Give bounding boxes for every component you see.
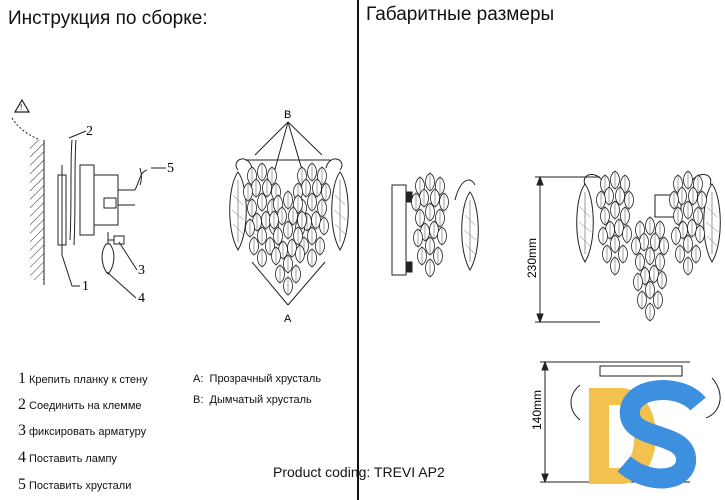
callout-2: 2 — [86, 124, 93, 139]
assembly-heading: Инструкция по сборке: — [8, 8, 208, 29]
legend-b: B: Дымчатый хрусталь — [193, 394, 312, 406]
label-a: A — [284, 313, 292, 325]
step-text: Соединить на клемме — [29, 400, 142, 412]
front-cluster-center — [632, 217, 669, 321]
crystal-type-view — [235, 121, 343, 306]
dim-height-230: 230mm — [525, 238, 539, 278]
section-divider — [357, 0, 359, 500]
side-crystal-left — [229, 171, 247, 251]
step-text: Поставить лампу — [29, 453, 117, 465]
step-number: 2 — [18, 396, 26, 413]
assembly-exploded-view: ! — [11, 98, 166, 299]
callout-5: 5 — [167, 161, 174, 176]
step-text: Крепить планку к стену — [29, 374, 148, 386]
front-cluster-left — [597, 171, 634, 275]
top-view — [540, 360, 721, 484]
step-number: 1 — [18, 370, 26, 387]
step-number: 5 — [18, 476, 26, 493]
side-view — [391, 179, 476, 276]
step-text: Поставить хрустали — [29, 480, 132, 492]
legend-a: A: Прозрачный хрусталь — [193, 373, 321, 385]
front-cluster-right — [670, 171, 707, 275]
side-view-cluster — [412, 173, 449, 277]
label-b: B — [284, 109, 291, 121]
legend-text: Прозрачный хрусталь — [209, 373, 322, 385]
step-number: 3 — [18, 422, 26, 439]
callout-3: 3 — [138, 263, 145, 278]
product-coding: Product coding: TREVI AP2 — [273, 464, 445, 480]
side-view-drop — [461, 191, 479, 271]
svg-text:!: ! — [20, 103, 22, 112]
ds-logo — [589, 380, 706, 489]
dim-depth-140: 140mm — [530, 390, 544, 430]
step-text: фиксировать арматуру — [29, 426, 147, 438]
dimensions-heading: Габаритные размеры — [366, 4, 555, 25]
side-crystal-right — [331, 171, 349, 251]
legend-key: B: — [193, 394, 204, 406]
callout-1: 1 — [82, 279, 89, 294]
legend-text: Дымчатый хрусталь — [209, 394, 312, 406]
front-drop-left — [576, 183, 594, 263]
legend-key: A: — [193, 373, 204, 385]
callout-4: 4 — [138, 291, 145, 306]
step-number: 4 — [18, 449, 26, 466]
